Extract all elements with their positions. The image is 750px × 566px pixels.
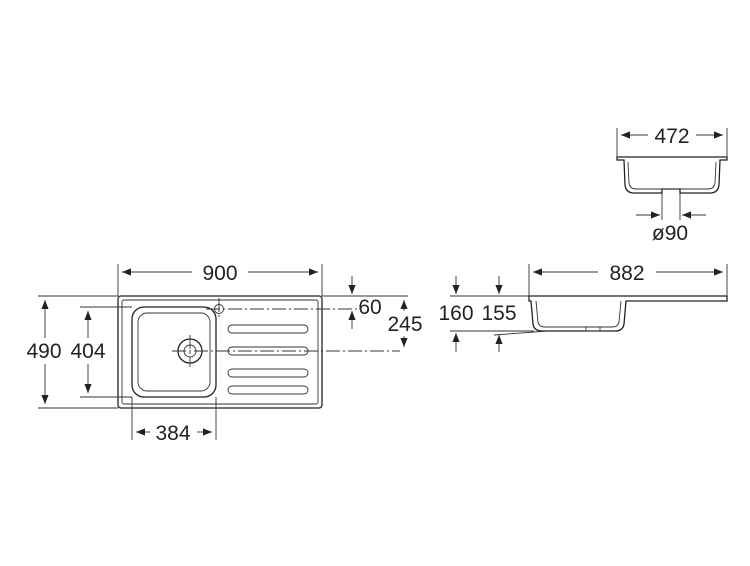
waste-spigot — [585, 326, 601, 332]
side-view: 882 160 155 — [438, 262, 728, 352]
drainer-groove — [227, 385, 309, 395]
dim-472: 472 — [654, 125, 689, 148]
top-view: 900 490 404 384 60 245 — [26, 262, 422, 445]
drainer-groove — [227, 324, 309, 334]
dim-160: 160 — [438, 302, 473, 325]
dim-490: 490 — [26, 340, 61, 363]
sink-rim — [121, 299, 319, 405]
section-view: 472 ø90 — [616, 125, 728, 245]
side-profile-inner — [535, 300, 622, 328]
dim-60: 60 — [358, 296, 381, 319]
ext-line — [493, 330, 549, 336]
dim-155: 155 — [481, 302, 516, 325]
dim-384: 384 — [155, 422, 190, 445]
sink-outline — [117, 295, 323, 409]
dim-diameter-90: ø90 — [652, 222, 688, 245]
bowl-section-outline — [616, 156, 728, 194]
dim-245: 245 — [387, 313, 422, 336]
bowl-inner — [137, 312, 211, 392]
bowl — [131, 306, 217, 398]
dim-900: 900 — [202, 262, 237, 285]
side-profile-outline — [528, 295, 728, 332]
bowl-section-inner — [627, 161, 717, 190]
dim-882: 882 — [609, 262, 644, 285]
drainer-groove — [227, 368, 309, 378]
dim-404: 404 — [70, 340, 105, 363]
